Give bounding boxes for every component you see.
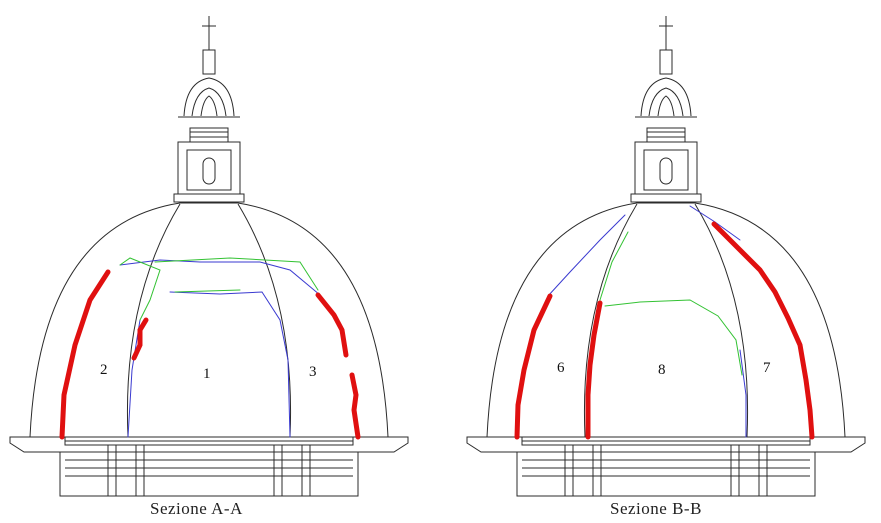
section-b-cracks xyxy=(514,205,815,440)
section-a-cracks xyxy=(59,257,361,440)
crack-b-red-mid xyxy=(585,300,603,440)
region-label: 3 xyxy=(309,364,317,380)
crack-a-blue-1 xyxy=(119,259,321,296)
crack-b-blue-1 xyxy=(547,214,626,297)
region-label: 2 xyxy=(100,362,108,378)
crack-a-red-right-2 xyxy=(349,372,361,440)
section-caption: Sezione A-A xyxy=(150,499,243,518)
crack-b-red-left xyxy=(514,293,553,440)
crack-a-red-mid xyxy=(131,317,149,361)
crack-a-green-1 xyxy=(119,257,161,321)
crack-a-blue-2 xyxy=(169,291,291,438)
crack-a-red-right-1 xyxy=(315,292,349,358)
crack-a-green-2 xyxy=(154,257,319,291)
section-caption: Sezione B-B xyxy=(610,499,702,518)
region-label: 1 xyxy=(203,366,211,382)
crack-b-blue-3 xyxy=(739,349,747,438)
crack-a-blue-3 xyxy=(127,319,141,438)
section-a-dome xyxy=(9,16,409,497)
region-label: 8 xyxy=(658,362,666,378)
section-b-dome xyxy=(466,16,866,497)
region-label: 7 xyxy=(763,360,771,376)
crack-a-green-3 xyxy=(174,289,241,293)
crack-b-green-2 xyxy=(604,299,743,376)
crack-a-red-left xyxy=(59,269,111,440)
crack-b-green-1 xyxy=(599,231,629,301)
region-label: 6 xyxy=(557,360,565,376)
crack-b-red-right xyxy=(711,221,815,440)
